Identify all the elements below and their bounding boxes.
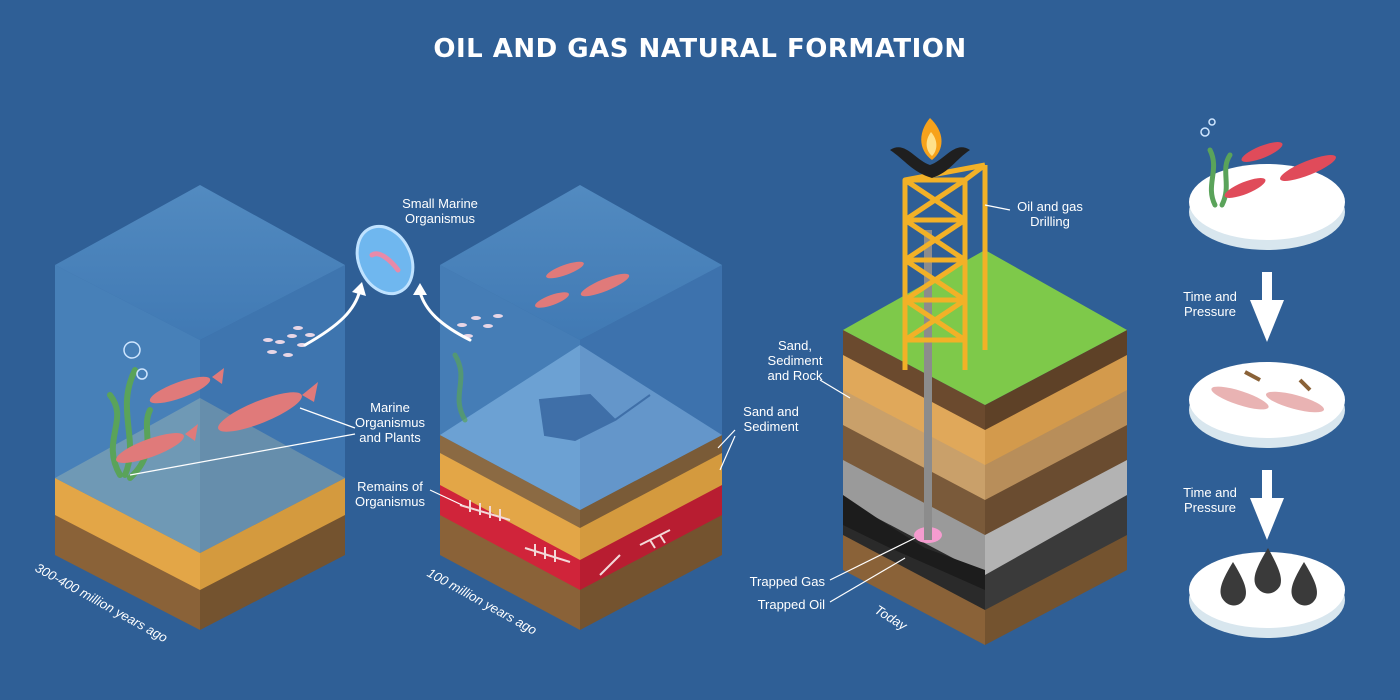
stage-disc-living [1189, 118, 1345, 250]
magnifier-plankton [355, 224, 415, 296]
block1-bubbles [123, 341, 148, 380]
down-arrow-1 [1250, 272, 1284, 342]
block1-sand-right [200, 478, 345, 590]
rig-flame [890, 118, 970, 178]
arrow-from-block2-head [413, 283, 427, 295]
arrows-to-magnifier [303, 282, 472, 347]
arrow-from-block1-head [352, 282, 366, 296]
block2-stingray [538, 393, 651, 442]
block3-layer-soil-r [985, 330, 1127, 430]
block3-layer-orange-l [843, 350, 985, 465]
arrow-from-block2 [418, 290, 472, 342]
block2-remains-right [580, 480, 722, 590]
block2-remains-left [440, 480, 580, 590]
oil-drop-2 [1254, 548, 1281, 594]
leader-lines [129, 204, 1011, 603]
block3-layer-darkbrown-r [985, 420, 1127, 535]
label-trapped-gas: Trapped Gas [749, 574, 825, 589]
label-drilling: Oil and gas Drilling [1017, 199, 1083, 229]
block3-layer-darkbrown-l [843, 420, 985, 535]
arrow-from-block1 [303, 288, 362, 347]
block2-fish-2 [580, 273, 630, 297]
diagram-title: OIL AND GAS NATURAL FORMATION [433, 34, 967, 64]
block1-fish-3 [116, 424, 198, 463]
label-remains: Remains of Organismus [354, 479, 426, 509]
block1-fish-1 [149, 368, 224, 404]
block1-water-top [55, 185, 345, 340]
drilling-rig [902, 162, 988, 370]
oil-drop-1 [1220, 562, 1246, 606]
block3-layer-tan-l [843, 385, 985, 500]
block1-sediment-left [55, 510, 200, 630]
block3-layer-grey-r [985, 455, 1127, 575]
block3-layer-soil-l [843, 330, 985, 430]
block2-sand-left [440, 450, 580, 560]
oil-drop-3 [1291, 562, 1317, 606]
block3-layer-grey-l [843, 455, 985, 575]
block3-drill-pipe [924, 230, 932, 540]
block1-sand-left [55, 478, 200, 590]
label-sand-sediment-rock: Sand, Sediment and Rock [767, 338, 823, 383]
block3-layer-tan-r [985, 385, 1127, 500]
block2-fish-3 [534, 292, 570, 308]
stage-disc-oil [1189, 548, 1345, 638]
label-time-pressure-1: Time and Pressure [1183, 289, 1237, 319]
block2-topsoil-right [580, 435, 722, 528]
label-marine-plants: Marine Organismus and Plants [354, 400, 426, 445]
stage-disc-remains [1189, 362, 1345, 448]
block3-layer-black-r [985, 490, 1127, 610]
label-sand-sediment: Sand and Sediment [743, 404, 799, 434]
block2-sand-right [580, 450, 722, 560]
block2-sediment-left [440, 510, 580, 630]
label-time-pressure-2: Time and Pressure [1183, 485, 1237, 515]
block2-sediment-right [580, 510, 722, 630]
block3-trapped-oil [843, 495, 985, 590]
block2-water-right [580, 265, 722, 510]
label-small-marine: Small Marine Organismus [402, 196, 478, 226]
block-ancient-sea [55, 185, 345, 630]
block2-fish-1 [546, 261, 584, 279]
block3-layer-orange-r [985, 350, 1127, 465]
block3-layer-brown-bottom-l [843, 530, 985, 645]
block2-water-left [440, 265, 580, 510]
label-trapped-oil: Trapped Oil [757, 597, 825, 612]
block2-seaweed [452, 352, 468, 423]
block1-sediment-right [200, 510, 345, 630]
block3-layer-brown-bottom-r [985, 530, 1127, 645]
block2-topsoil-left [440, 435, 580, 528]
block-buried-remains [440, 185, 722, 630]
block2-fossils [459, 500, 671, 576]
block1-fish-2 [218, 382, 318, 432]
down-arrow-2 [1250, 470, 1284, 540]
